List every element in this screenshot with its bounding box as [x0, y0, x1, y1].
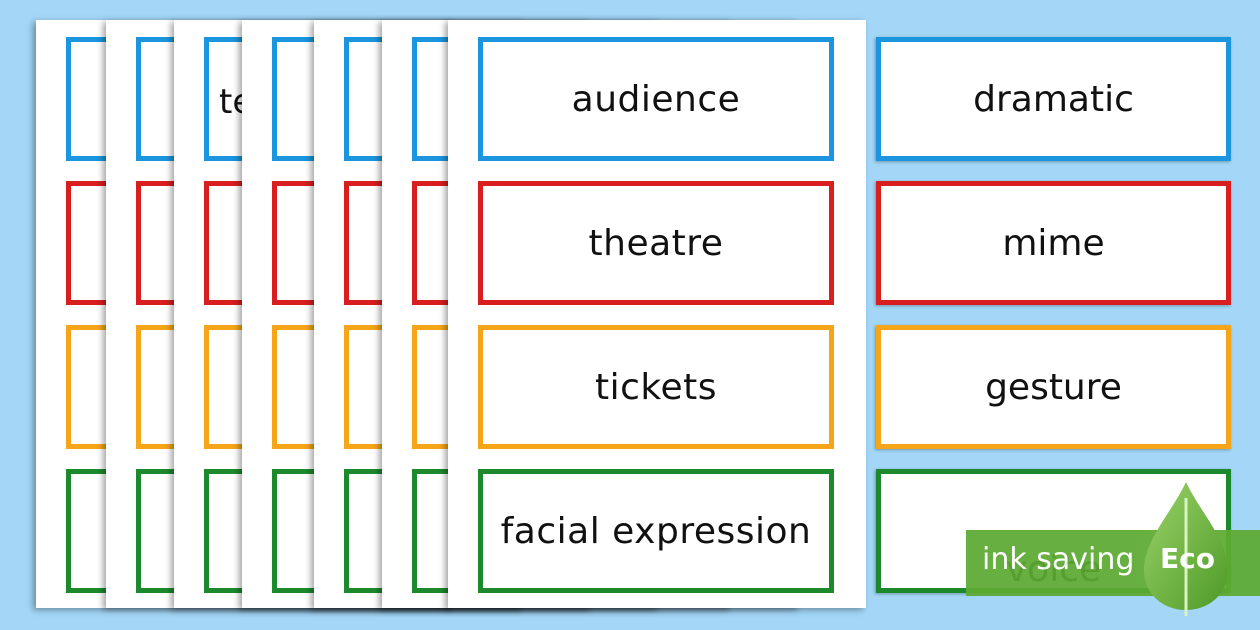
- loose-card-mime: mime: [876, 181, 1231, 305]
- loose-card-text: dramatic: [973, 78, 1134, 120]
- loose-card-text: gesture: [985, 366, 1122, 408]
- eco-leaf-badge: Eco: [1140, 478, 1232, 618]
- word-card-text: theatre: [588, 222, 724, 264]
- word-card-text: facial expression: [500, 510, 812, 552]
- word-card-audience: audience: [478, 37, 834, 161]
- word-card-text: audience: [571, 78, 741, 120]
- sheet-front: audience theatre tickets facial expressi…: [448, 20, 866, 608]
- loose-card-gesture: gesture: [876, 325, 1231, 449]
- eco-banner-label: ink saving: [982, 542, 1135, 577]
- word-card-text: tickets: [595, 366, 717, 408]
- word-card-tickets: tickets: [478, 325, 834, 449]
- eco-badge-text: Eco: [1160, 542, 1215, 575]
- word-card-theatre: theatre: [478, 181, 834, 305]
- leaf-drop-icon: [1144, 482, 1228, 616]
- loose-card-text: mime: [1002, 222, 1105, 264]
- word-card-facial-expression: facial expression: [478, 469, 834, 593]
- loose-card-dramatic: dramatic: [876, 37, 1231, 161]
